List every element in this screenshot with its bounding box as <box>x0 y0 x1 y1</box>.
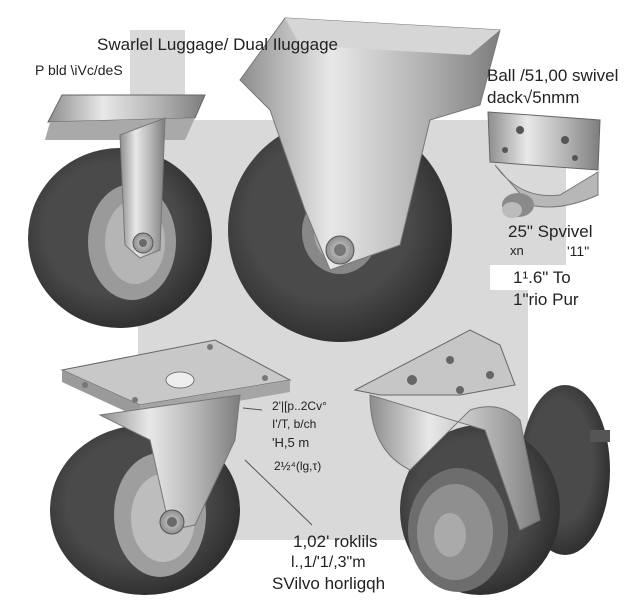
swivel-caster-top-left <box>28 94 212 328</box>
swivel-caster-bottom-left <box>50 339 292 595</box>
center-spec-3: 'H,5 m <box>272 435 310 450</box>
dual-wheel-caster-bottom-right <box>353 329 610 595</box>
spec-label-range-end: 1"rio Pur <box>513 290 579 309</box>
leader-line <box>242 407 263 411</box>
center-spec-1: 2'|[p..2Cv° <box>272 399 327 413</box>
center-spec-4: 2½⁴(lg,τ) <box>274 459 322 473</box>
spec-label-inch: '11" <box>567 243 590 259</box>
spec-label-swivel-size: 25" Spvivel <box>508 222 593 241</box>
subtitle-label: P bld \iVc/deS <box>35 62 123 78</box>
spec-label-deck: dack√5nmm <box>487 88 580 107</box>
bottom-spec-3: SVilvo horligqh <box>272 574 386 593</box>
bottom-spec-2: l.,1/'1/,3"m <box>291 554 366 571</box>
spec-label-range: 1¹.6" To <box>513 268 571 287</box>
spec-label-unit: xn <box>510 243 524 258</box>
title-label: Swarlel Luggage/ Dual Iluggage <box>97 35 339 54</box>
leader-line <box>244 459 313 526</box>
small-swivel-caster-top-right <box>487 111 601 218</box>
center-spec-2: I'/T, b/ch <box>272 417 317 431</box>
bottom-spec-1: 1,02' roklils <box>293 532 378 551</box>
spec-label-ball-swivel: Ball /51,00 swivel <box>487 66 619 85</box>
rigid-caster-top-center <box>228 17 501 342</box>
